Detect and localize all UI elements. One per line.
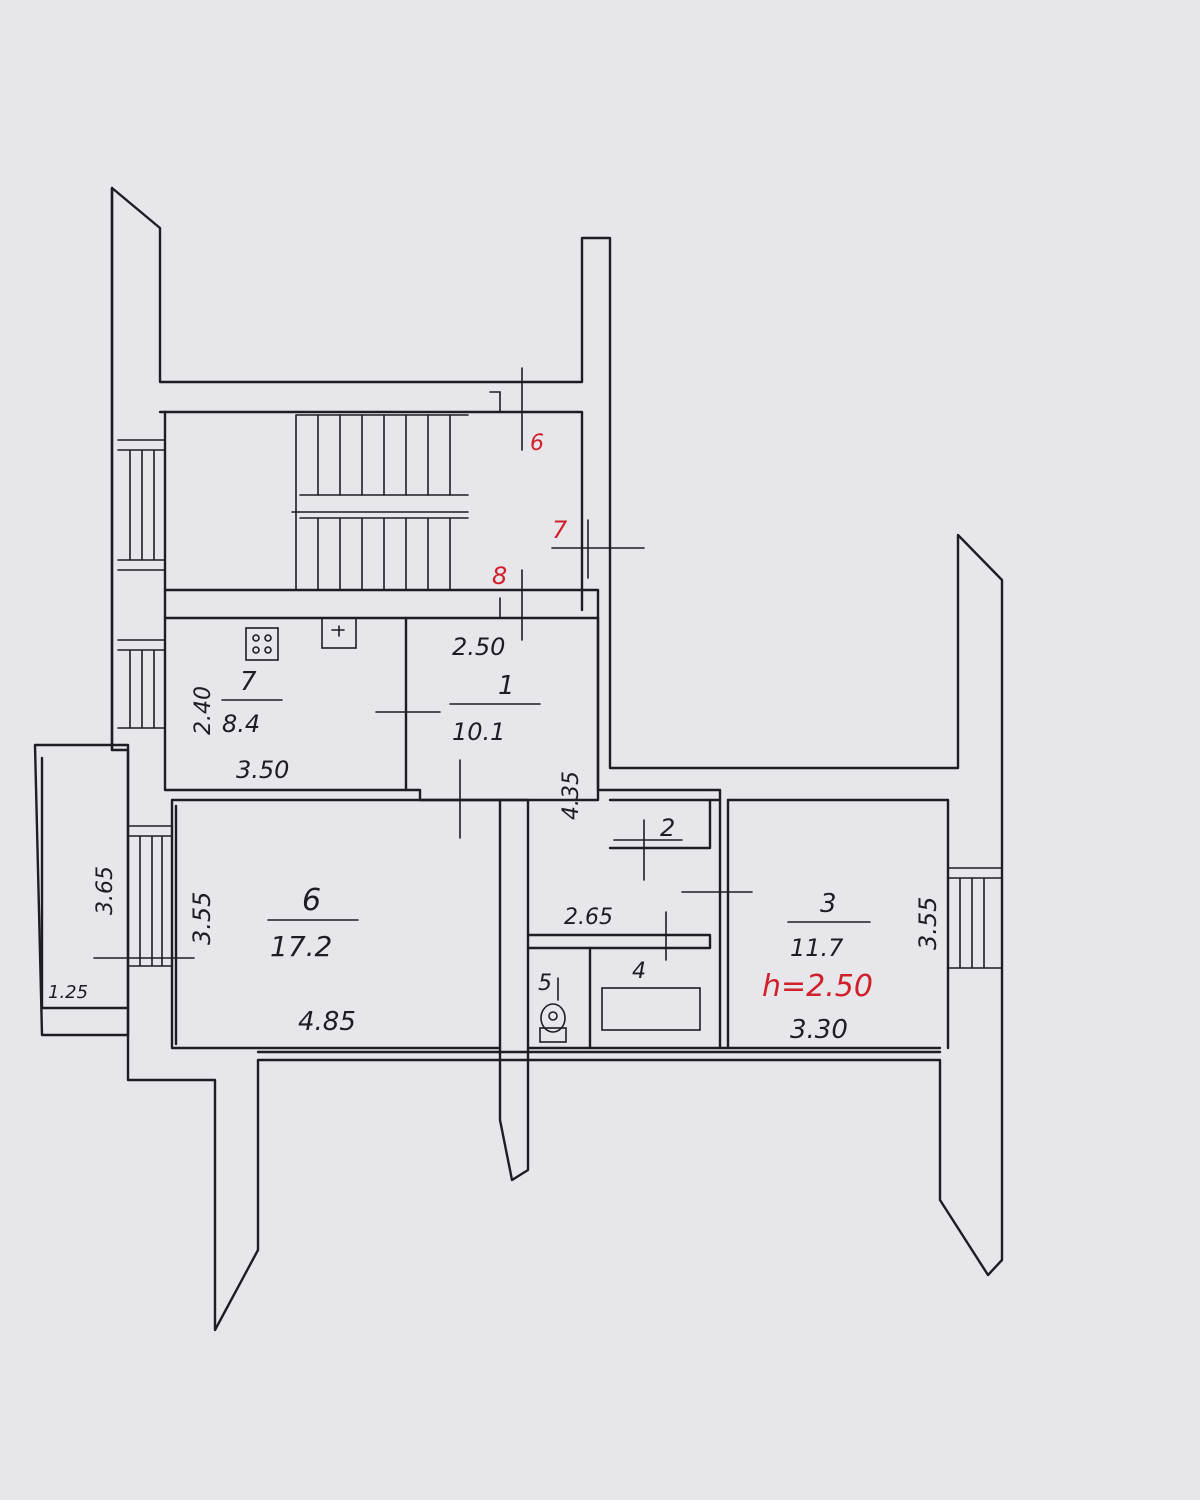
windows-and-stairs	[93, 367, 1003, 1001]
room-1-depth: 4.35	[559, 771, 584, 820]
room-6-width: 4.85	[298, 1007, 356, 1037]
room-1-area: 10.1	[452, 718, 505, 746]
bathtub-icon	[601, 987, 701, 1031]
room-7-area: 8.4	[222, 710, 260, 738]
room-1-number: 1	[498, 671, 515, 701]
room-6-depth: 3.55	[188, 892, 216, 945]
room-3-number: 3	[820, 889, 837, 919]
room-5-width: 2.65	[564, 905, 613, 930]
stairwell-mark-7: 7	[552, 516, 568, 544]
stove-icon	[245, 627, 279, 661]
stairwell-mark-6: 6	[530, 431, 544, 456]
walls	[33, 186, 1004, 1332]
room-1: 2.50 1 10.1 4.35	[449, 633, 584, 820]
room-5: 2.65 5	[538, 905, 613, 996]
room-5-number: 5	[538, 971, 552, 996]
sink-icon	[321, 617, 357, 649]
room-6-number: 6	[302, 883, 321, 918]
room-3-depth: 3.55	[914, 897, 942, 950]
room-3: 3 11.7 3.30 3.55	[787, 889, 942, 1045]
room-7-width: 3.50	[236, 756, 289, 784]
balcony-width: 1.25	[48, 982, 88, 1003]
stairwell-mark-8: 8	[492, 562, 507, 590]
stairwell-marks: 6 7 8	[492, 431, 568, 590]
room-2: 2	[660, 814, 675, 842]
room-4: 4	[632, 959, 646, 984]
room-2-number: 2	[660, 814, 675, 842]
room-1-width: 2.50	[452, 633, 505, 661]
room-3-width: 3.30	[790, 1015, 848, 1045]
room-4-number: 4	[632, 959, 646, 984]
room-7: 7 8.4 3.50 2.40	[191, 667, 289, 784]
toilet-icon	[539, 1003, 567, 1043]
room-3-area: 11.7	[790, 934, 844, 962]
room-7-depth: 2.40	[191, 686, 216, 735]
ceiling-height: h=2.50	[762, 969, 873, 1004]
room-6-area: 17.2	[270, 930, 332, 963]
balcony-length: 3.65	[93, 866, 118, 915]
balcony: 1.25 3.65	[48, 866, 118, 1003]
room-7-number: 7	[240, 667, 257, 697]
room-6: 6 17.2 4.85 3.55	[188, 883, 359, 1037]
